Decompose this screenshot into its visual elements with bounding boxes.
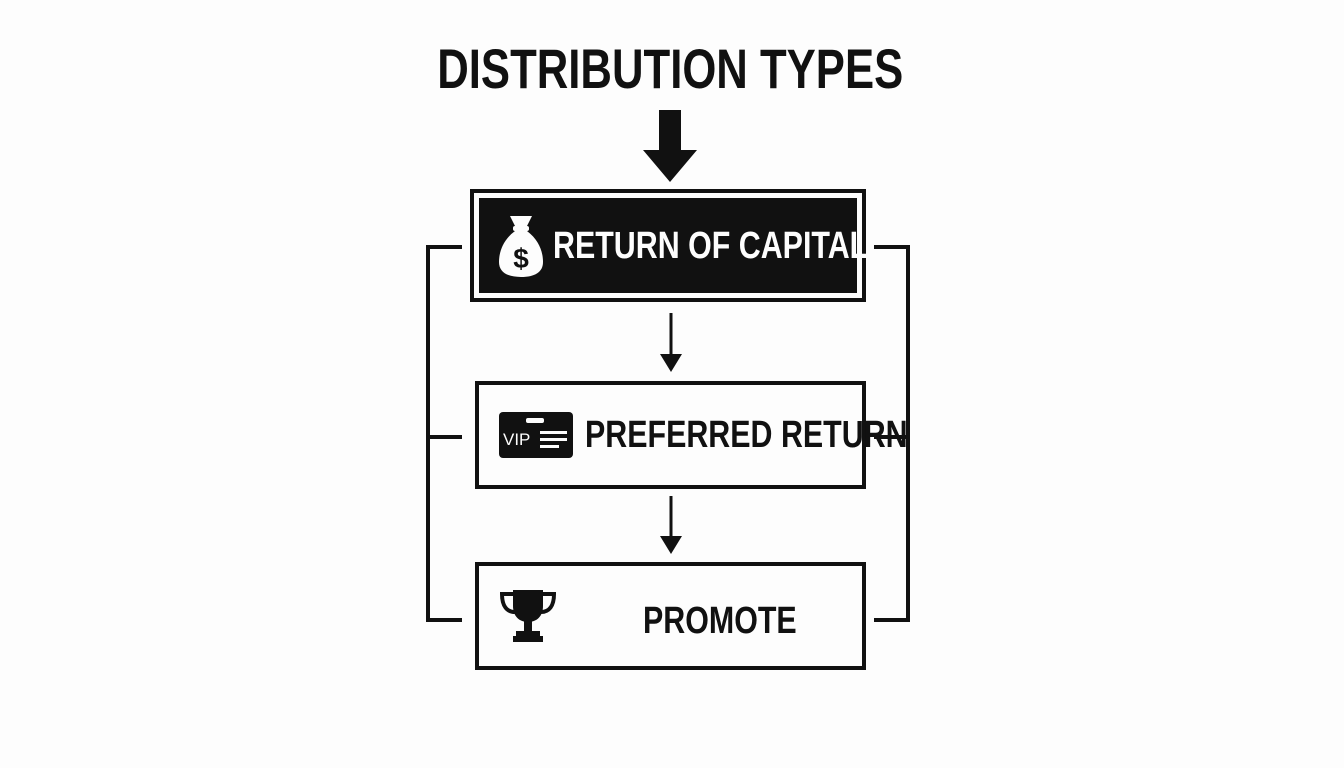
- promote-box: PROMOTE: [475, 562, 866, 670]
- left-bracket: [426, 245, 462, 622]
- trophy-icon: [499, 588, 557, 644]
- arrow-preferred-to-promote: [660, 496, 682, 554]
- diagram-title: DISTRIBUTION TYPES: [437, 37, 904, 100]
- title-down-arrow: [643, 110, 697, 182]
- preferred-return-label: PREFERRED RETURN: [585, 414, 908, 456]
- return-of-capital-box: $ RETURN OF CAPITAL: [470, 189, 869, 302]
- vip-ticket-text: VIP: [503, 430, 530, 449]
- promote-label: PROMOTE: [643, 600, 797, 642]
- money-bag-icon: $: [499, 214, 543, 278]
- arrow-capital-to-preferred: [660, 313, 682, 372]
- svg-text:$: $: [513, 243, 529, 274]
- vip-ticket-icon: VIP: [499, 412, 573, 458]
- preferred-return-box: VIP PREFERRED RETURN: [475, 381, 908, 489]
- return-of-capital-label: RETURN OF CAPITAL: [553, 224, 869, 267]
- right-bracket: [874, 245, 910, 622]
